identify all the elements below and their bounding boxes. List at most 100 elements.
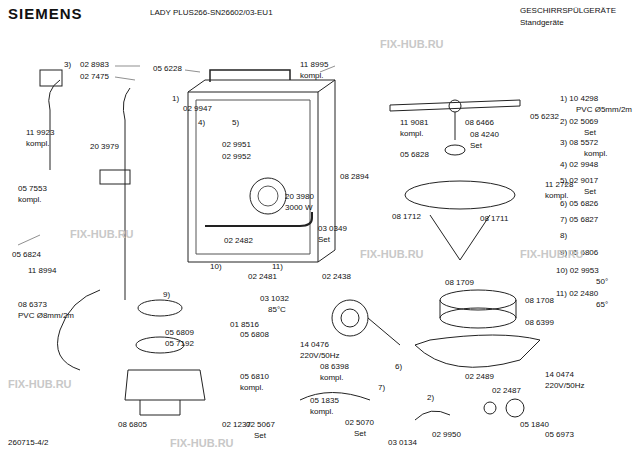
part-number: 03 1032 [260, 294, 289, 303]
part-number: 9) [163, 290, 170, 299]
watermark: FIX-HUB.RU [8, 380, 72, 389]
part-number: 08 6466 [465, 118, 494, 127]
part-number: 5) [232, 118, 239, 127]
part-number: 02 5070 [345, 418, 374, 427]
part-number: 02 2487 [492, 386, 521, 395]
footnote-entry: 1) 10 4298 [560, 94, 598, 103]
part-number: Set [354, 429, 366, 438]
part-number: 02 2482 [224, 236, 253, 245]
footnote-entry: 3) 08 5572 [560, 138, 598, 147]
part-number: 05 1835 [310, 396, 339, 405]
part-number: 11 8995 [300, 60, 328, 69]
part-number: PVC Ø8mm/2m [18, 311, 74, 320]
part-number: 02 8983 [80, 60, 109, 69]
footnote-entry: 11) 02 2480 [556, 289, 598, 298]
part-number: kompl. [240, 383, 264, 392]
part-number: kompl. [300, 71, 324, 80]
part-number: 10) [210, 262, 222, 271]
footnote-entry: 7) 05 6827 [560, 215, 598, 224]
part-number: kompl. [545, 191, 569, 200]
footnote-entry: Set [584, 187, 596, 196]
part-number: 220V/50Hz [300, 351, 340, 360]
part-number: 08 6805 [118, 420, 147, 429]
part-number: Set [318, 235, 330, 244]
watermark: FIX-HUB.RU [380, 40, 444, 49]
part-number: 02 7475 [80, 72, 109, 81]
part-number: 08 1708 [525, 296, 554, 305]
part-number: 08 6399 [525, 318, 554, 327]
part-number: 08 1709 [445, 278, 474, 287]
part-number: 02 9951 [222, 140, 251, 149]
part-number: 7) [378, 383, 385, 392]
watermark: FIX-HUB.RU [360, 250, 424, 259]
part-number: 20 3979 [90, 142, 119, 151]
part-number: 02 9950 [432, 430, 461, 439]
footnote-entry: 10) 02 9953 [556, 266, 599, 275]
footnote-entry: 50° [596, 277, 608, 286]
footnote-entry: PVC Ø5mm/2m [576, 105, 632, 114]
part-number: 05 1840 [520, 420, 549, 429]
part-number: kompl. [400, 129, 424, 138]
footnote-entry: Set [584, 128, 596, 137]
part-number: 20 3980 [285, 192, 314, 201]
footnote-entry: 2) 02 5069 [560, 117, 598, 126]
part-number: 6) [395, 362, 402, 371]
watermark: FIX-HUB.RU [70, 230, 134, 239]
part-number: kompl. [310, 407, 334, 416]
part-number: 14 0476 [300, 340, 329, 349]
part-number: 08 1711 [480, 214, 508, 223]
part-number: 11) [272, 262, 283, 271]
part-number: kompl. [26, 139, 50, 148]
part-number: 02 5067 [246, 420, 275, 429]
part-number: 03 0134 [388, 438, 417, 447]
part-number: 05 6973 [545, 430, 574, 439]
part-number: 220V/50Hz [545, 381, 585, 390]
footnote-entry: 5) 02 9017 [560, 176, 598, 185]
part-number: 05 6828 [400, 150, 429, 159]
watermark: FIX-HUB.RU [170, 439, 234, 448]
part-number: 11 9081 [400, 118, 428, 127]
part-number: kompl. [18, 195, 42, 204]
model-heading: Standgeräte [520, 18, 564, 27]
part-number: 08 6373 [18, 300, 47, 309]
part-number: Set [470, 141, 482, 150]
part-number: 4) [198, 118, 205, 127]
model-heading: LADY PLUS266-SN26602/03-EU1 [150, 8, 273, 17]
part-number: 03 0349 [318, 224, 347, 233]
part-number: 02 2481 [248, 272, 277, 281]
part-number: kompl. [320, 373, 344, 382]
part-number: 02 2438 [322, 272, 351, 281]
part-number: 2) [427, 393, 434, 402]
model-heading: GESCHIRRSPÜLGERÄTE [520, 6, 616, 15]
watermark: FIX-HUB.RU [520, 250, 584, 259]
part-number: 05 6810 [240, 372, 269, 381]
part-number: 05 6808 [240, 330, 269, 339]
footnote-entry: 6) 05 6826 [560, 199, 598, 208]
part-number: Set [254, 431, 266, 440]
part-number: 1) [172, 94, 179, 103]
brand-title: SIEMENS [8, 6, 83, 22]
part-number: 08 1712 [392, 212, 421, 221]
footnote-entry: kompl. [584, 149, 608, 158]
part-number: 05 6228 [153, 64, 182, 73]
part-number: 08 4240 [470, 130, 499, 139]
part-number: 08 6398 [320, 362, 349, 371]
part-number: 02 2489 [465, 372, 494, 381]
part-number: 14 0474 [545, 370, 574, 379]
part-number: 02 9947 [183, 104, 212, 113]
part-number: 01 8516 [230, 320, 259, 329]
part-number: 08 2894 [340, 172, 369, 181]
part-number: 11 8994 [28, 266, 56, 275]
part-number: 3000 W [285, 203, 313, 212]
footnote-entry: 4) 02 9948 [560, 160, 598, 169]
part-number: 05 7192 [165, 339, 194, 348]
footnote-entry: 8) [560, 231, 567, 240]
part-number: 05 6232 [530, 112, 559, 121]
part-number: 260715-4/2 [8, 438, 48, 447]
part-number: 85°C [268, 305, 286, 314]
part-number: 02 9952 [222, 152, 251, 161]
part-number: 3) [64, 60, 71, 69]
part-number: 05 6809 [165, 328, 194, 337]
footnote-entry: 65° [596, 300, 608, 309]
